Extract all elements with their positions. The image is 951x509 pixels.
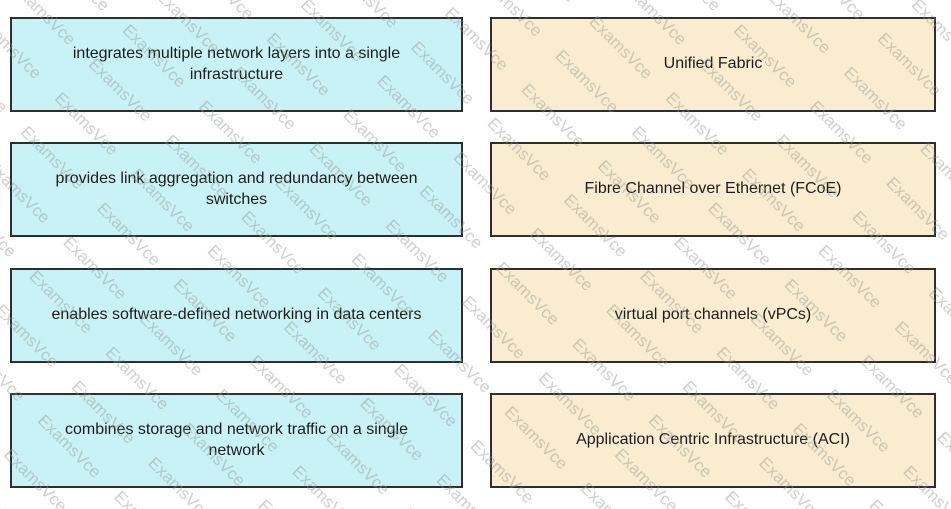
- match-source-box-3[interactable]: enables software-defined networking in d…: [10, 268, 463, 363]
- match-source-box-2[interactable]: provides link aggregation and redundancy…: [10, 142, 463, 237]
- match-target-box-2[interactable]: Fibre Channel over Ethernet (FCoE): [490, 142, 936, 237]
- match-source-box-4[interactable]: combines storage and network traffic on …: [10, 393, 463, 488]
- match-target-text: Application Centric Infrastructure (ACI): [576, 431, 850, 449]
- match-source-text: enables software-defined networking in d…: [51, 306, 422, 324]
- match-target-box-1[interactable]: Unified Fabric: [490, 17, 936, 112]
- match-source-text: provides link aggregation and redundancy…: [55, 169, 418, 208]
- match-target-text: Fibre Channel over Ethernet (FCoE): [584, 180, 842, 198]
- match-target-box-3[interactable]: virtual port channels (vPCs): [490, 268, 936, 363]
- match-target-box-4[interactable]: Application Centric Infrastructure (ACI): [490, 393, 936, 488]
- match-target-text: virtual port channels (vPCs): [614, 306, 812, 324]
- match-source-text: integrates multiple network layers into …: [72, 44, 401, 83]
- match-source-box-1[interactable]: integrates multiple network layers into …: [10, 17, 463, 112]
- match-target-text: Unified Fabric: [663, 55, 763, 73]
- match-source-text: combines storage and network traffic on …: [64, 420, 408, 459]
